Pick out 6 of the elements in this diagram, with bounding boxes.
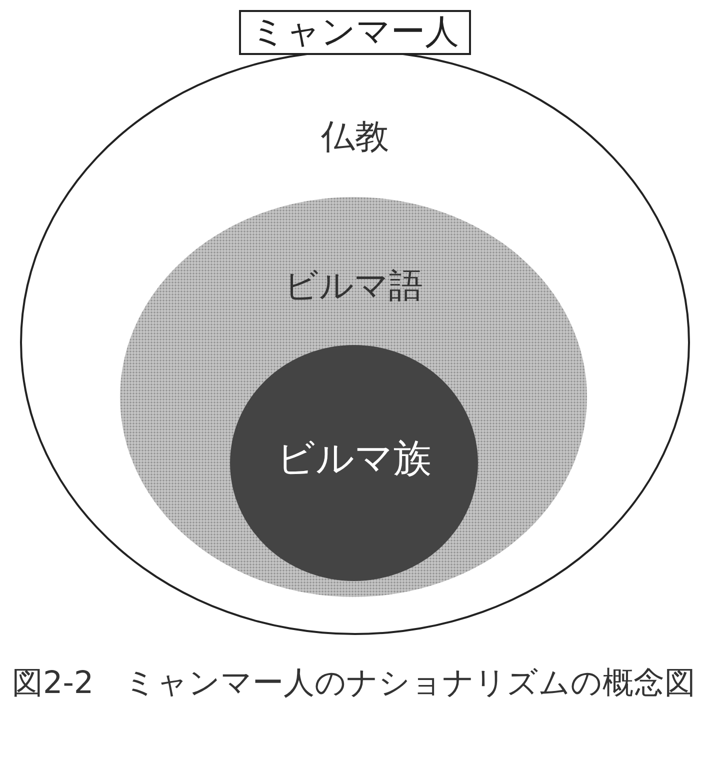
region-label: ビルマ語 [283,265,424,308]
region-label: 仏教 [320,116,390,159]
region-heading: ミャンマー人 [239,10,471,56]
figure-caption: 図2-2 ミャンマー人のナショナリズムの概念図 [12,664,697,703]
region-label: ビルマ族 [276,435,432,482]
ellipse-region [230,345,478,581]
